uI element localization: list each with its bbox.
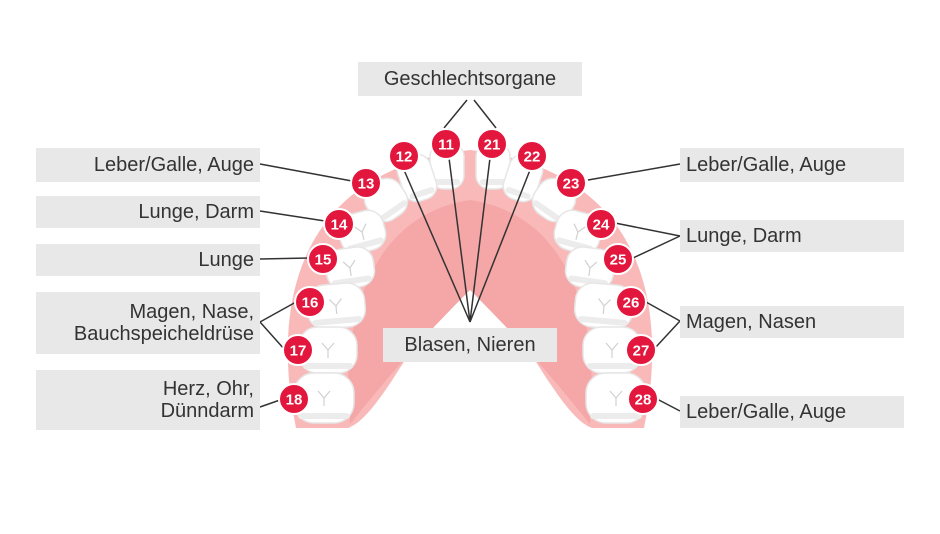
badge-13: 13: [350, 167, 382, 199]
badge-number: 21: [484, 137, 501, 154]
badge-number: 17: [290, 343, 307, 360]
badge-24: 24: [585, 208, 617, 240]
badge-number: 11: [438, 137, 454, 154]
badge-number: 27: [633, 343, 650, 360]
label-center: Blasen, Nieren: [383, 328, 557, 362]
leader-line-12: [654, 320, 681, 349]
label-left-15: Lunge: [36, 244, 260, 276]
label-left-16-17: Magen, Nase, Bauchspeicheldrüse: [36, 292, 260, 354]
badge-14: 14: [323, 208, 355, 240]
label-right-26-27: Magen, Nasen: [680, 306, 904, 338]
badge-27: 27: [625, 334, 657, 366]
label-right-23: Leber/Galle, Auge: [680, 148, 904, 182]
leader-line-13: [656, 398, 681, 412]
leader-line-9: [614, 222, 681, 237]
badge-number: 26: [623, 295, 640, 312]
leader-line-7: [259, 399, 281, 408]
leader-line-6: [259, 321, 286, 351]
badge-26: 26: [615, 286, 647, 318]
leader-line-1: [473, 99, 497, 129]
badge-25: 25: [602, 243, 634, 275]
tooth-28: [585, 372, 647, 424]
leader-line-5: [259, 301, 297, 323]
badge-number: 25: [610, 252, 627, 269]
badge-11: 11: [430, 128, 462, 160]
badge-12: 12: [388, 140, 420, 172]
leader-line-3: [259, 210, 326, 222]
tooth-27: [582, 326, 642, 374]
badge-number: 24: [593, 217, 610, 234]
badge-number: 16: [302, 295, 319, 312]
badge-22: 22: [516, 140, 548, 172]
leader-line-4: [259, 257, 310, 260]
badge-number: 13: [358, 176, 375, 193]
palate: [348, 200, 592, 424]
badge-number: 18: [286, 392, 303, 409]
leader-line-15: [448, 157, 471, 323]
badge-number: 22: [524, 149, 541, 166]
badge-18: 18: [278, 383, 310, 415]
tooth-17: [298, 326, 358, 374]
badge-28: 28: [627, 383, 659, 415]
badge-number: 12: [396, 149, 413, 166]
leader-line-0: [443, 99, 468, 129]
label-right-24-25: Lunge, Darm: [680, 220, 904, 252]
label-left-14: Lunge, Darm: [36, 196, 260, 228]
badge-17: 17: [282, 334, 314, 366]
label-left-18: Herz, Ohr, Dünndarm: [36, 370, 260, 430]
label-top: Geschlechtsorgane: [358, 62, 582, 96]
leader-line-14: [403, 169, 471, 323]
leader-line-17: [469, 169, 531, 323]
leader-line-10: [632, 235, 681, 259]
badge-21: 21: [476, 128, 508, 160]
leader-line-8: [587, 163, 681, 181]
leader-line-11: [645, 301, 681, 322]
leader-line-16: [469, 157, 491, 323]
badge-number: 23: [563, 176, 580, 193]
badge-number: 14: [331, 217, 348, 234]
label-left-13: Leber/Galle, Auge: [36, 148, 260, 182]
badge-23: 23: [555, 167, 587, 199]
leader-line-2: [259, 163, 353, 182]
badge-16: 16: [294, 286, 326, 318]
badge-number: 28: [635, 392, 652, 409]
badge-number: 15: [315, 252, 332, 269]
badge-15: 15: [307, 243, 339, 275]
label-right-28: Leber/Galle, Auge: [680, 396, 904, 428]
